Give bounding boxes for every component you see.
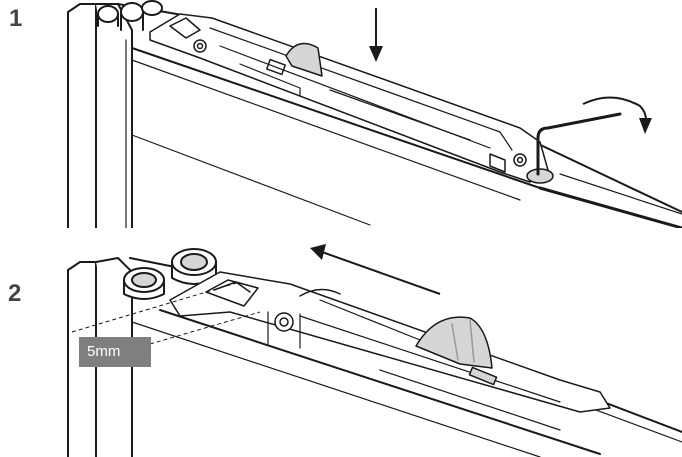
roller-carriage	[169, 271, 611, 431]
dimension-lines	[71, 281, 261, 345]
step-number-2: 2	[8, 280, 22, 307]
top-rollers	[123, 248, 217, 300]
guide-wheel	[285, 42, 323, 77]
dimension-label: 5mm	[79, 337, 151, 367]
down-arrow-icon	[369, 8, 383, 62]
step-number-1: 1	[9, 5, 23, 32]
left-arrow-icon	[310, 244, 441, 295]
step-1-illustration	[67, 0, 682, 228]
rotate-arrow-icon	[582, 96, 652, 134]
roller-carriage	[149, 13, 549, 183]
hex-key-icon	[536, 112, 622, 176]
guide-wheel	[415, 316, 493, 369]
adjusting-nut	[526, 168, 554, 184]
top-rollers	[97, 0, 163, 31]
door-frame-profile	[67, 3, 133, 228]
